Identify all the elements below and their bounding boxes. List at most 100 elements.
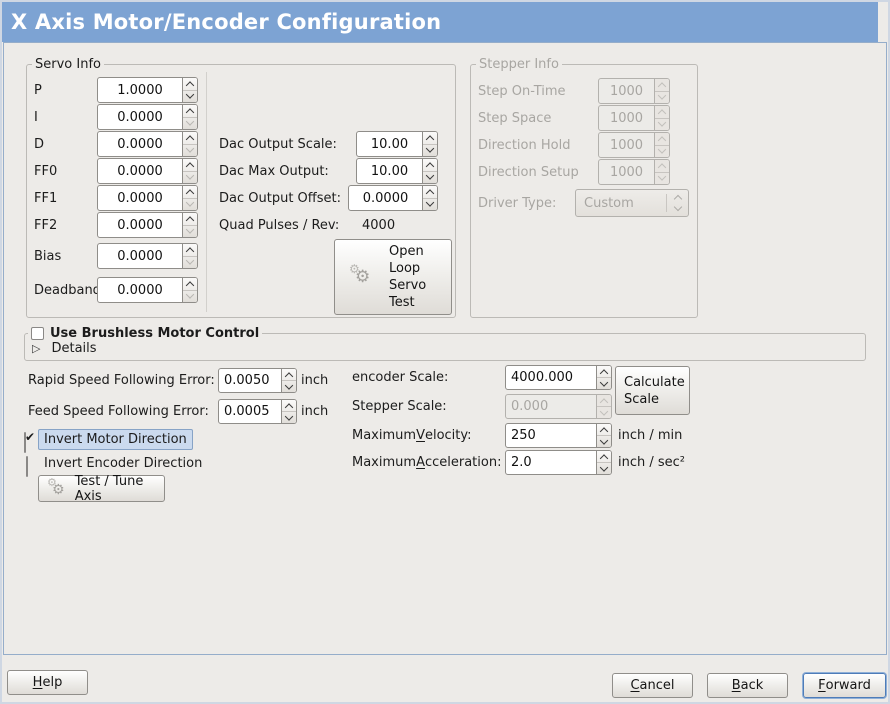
deadband-input[interactable]: 0.0000 xyxy=(117,282,163,298)
spin-up-icon[interactable] xyxy=(282,400,296,412)
spin-up-icon[interactable] xyxy=(282,369,296,381)
spin-down-icon[interactable] xyxy=(655,173,669,185)
spin-down-icon[interactable] xyxy=(597,436,611,447)
i-input[interactable]: 0.0000 xyxy=(117,109,163,125)
deadband-spin-buttons[interactable] xyxy=(182,278,197,302)
dac-output-offset-spin-buttons[interactable] xyxy=(422,186,437,210)
spin-down-icon[interactable] xyxy=(183,91,197,103)
calculate-scale-button[interactable]: Calculate Scale xyxy=(615,366,690,415)
use-brushless-label[interactable]: Use Brushless Motor Control xyxy=(50,326,260,341)
i-spin-buttons[interactable] xyxy=(182,105,197,129)
spin-down-icon[interactable] xyxy=(282,381,296,392)
spin-down-icon[interactable] xyxy=(655,146,669,158)
step-on-time-input[interactable]: 1000 xyxy=(609,83,644,99)
feed-following-error-spin-buttons[interactable] xyxy=(281,400,296,423)
rapid-following-error-input[interactable]: 0.0050 xyxy=(224,373,270,388)
spin-up-icon[interactable] xyxy=(597,395,611,407)
spin-down-icon[interactable] xyxy=(423,199,437,211)
stepper-scale-input[interactable]: 0.000 xyxy=(511,399,549,414)
spin-up-icon[interactable] xyxy=(423,186,437,199)
ff2-spin-buttons[interactable] xyxy=(182,213,197,237)
spin-down-icon[interactable] xyxy=(183,145,197,157)
spin-up-icon[interactable] xyxy=(183,213,197,226)
spin-down-icon[interactable] xyxy=(183,291,197,303)
bias-input[interactable]: 0.0000 xyxy=(117,248,163,264)
step-space-spin-buttons[interactable] xyxy=(654,106,669,130)
spin-up-icon[interactable] xyxy=(183,105,197,118)
driver-type-combobox[interactable]: Custom xyxy=(575,189,689,217)
direction-hold-spin-buttons[interactable] xyxy=(654,133,669,157)
spin-up-icon[interactable] xyxy=(655,79,669,92)
use-brushless-checkbox[interactable] xyxy=(31,327,44,340)
ff1-spin-buttons[interactable] xyxy=(182,186,197,210)
d-input[interactable]: 0.0000 xyxy=(117,136,163,152)
direction-setup-spin-buttons[interactable] xyxy=(654,160,669,184)
spin-down-icon[interactable] xyxy=(655,119,669,131)
spin-up-icon[interactable] xyxy=(597,424,611,436)
spin-up-icon[interactable] xyxy=(183,244,197,257)
max-acceleration-spin-buttons[interactable] xyxy=(596,451,611,474)
step-space-input[interactable]: 1000 xyxy=(609,110,644,126)
d-spin-buttons[interactable] xyxy=(182,132,197,156)
ff0-input[interactable]: 0.0000 xyxy=(117,163,163,179)
spin-up-icon[interactable] xyxy=(597,451,611,463)
spin-down-icon[interactable] xyxy=(597,407,611,418)
max-velocity-spin-buttons[interactable] xyxy=(596,424,611,447)
spin-up-icon[interactable] xyxy=(597,366,611,378)
step-on-time-spin-buttons[interactable] xyxy=(654,79,669,103)
spin-down-icon[interactable] xyxy=(183,226,197,238)
bias-spin-buttons[interactable] xyxy=(182,244,197,268)
direction-setup-input[interactable]: 1000 xyxy=(609,164,644,180)
details-expander[interactable]: ▷ Details xyxy=(32,340,97,357)
spin-up-icon[interactable] xyxy=(655,133,669,146)
max-acceleration-input[interactable]: 2.0 xyxy=(511,455,532,470)
invert-encoder-label[interactable]: Invert Encoder Direction xyxy=(44,455,203,471)
p-spin-buttons[interactable] xyxy=(182,78,197,102)
ff1-input[interactable]: 0.0000 xyxy=(117,190,163,206)
dac-max-output-input[interactable]: 10.00 xyxy=(370,163,409,179)
p-input[interactable]: 1.0000 xyxy=(117,82,163,98)
spin-down-icon[interactable] xyxy=(282,412,296,423)
spin-up-icon[interactable] xyxy=(183,132,197,145)
spin-down-icon[interactable] xyxy=(655,92,669,104)
spin-up-icon[interactable] xyxy=(423,132,437,145)
direction-hold-input[interactable]: 1000 xyxy=(609,137,644,153)
test-tune-axis-button[interactable]: ⚙⚙ Test / Tune Axis xyxy=(38,474,165,504)
encoder-scale-input[interactable]: 4000.000 xyxy=(511,370,574,385)
spin-up-icon[interactable] xyxy=(183,159,197,172)
spin-down-icon[interactable] xyxy=(183,199,197,211)
rapid-following-error-spin-buttons[interactable] xyxy=(281,369,296,392)
spin-down-icon[interactable] xyxy=(597,378,611,389)
dac-output-offset-input[interactable]: 0.0000 xyxy=(362,190,409,206)
invert-encoder-checkbox[interactable] xyxy=(26,456,28,477)
spin-down-icon[interactable] xyxy=(183,118,197,130)
open-loop-servo-test-button[interactable]: ⚙⚙ Open Loop Servo Test xyxy=(334,239,452,315)
spin-down-icon[interactable] xyxy=(423,172,437,184)
encoder-scale-spin-buttons[interactable] xyxy=(596,366,611,389)
spin-up-icon[interactable] xyxy=(423,159,437,172)
spin-up-icon[interactable] xyxy=(655,106,669,119)
dac-max-output-spin-buttons[interactable] xyxy=(422,159,437,183)
spin-down-icon[interactable] xyxy=(183,257,197,269)
ff2-input[interactable]: 0.0000 xyxy=(117,217,163,233)
spin-down-icon[interactable] xyxy=(183,172,197,184)
dac-output-scale-input[interactable]: 10.00 xyxy=(370,136,409,152)
ff0-spin-buttons[interactable] xyxy=(182,159,197,183)
spin-down-icon[interactable] xyxy=(597,463,611,474)
spin-up-icon[interactable] xyxy=(183,186,197,199)
stepper-scale-spin-buttons[interactable] xyxy=(596,395,611,418)
spin-down-icon[interactable] xyxy=(423,145,437,157)
feed-following-error-input[interactable]: 0.0005 xyxy=(224,404,270,419)
spin-up-icon[interactable] xyxy=(183,78,197,91)
invert-motor-label-highlight[interactable]: Invert Motor Direction xyxy=(38,429,193,450)
dac-output-scale-spin-buttons[interactable] xyxy=(422,132,437,156)
invert-motor-checkbox[interactable] xyxy=(24,432,26,453)
max-velocity-input[interactable]: 250 xyxy=(511,428,536,443)
spin-up-icon[interactable] xyxy=(655,160,669,173)
spin-up-icon[interactable] xyxy=(183,278,197,291)
